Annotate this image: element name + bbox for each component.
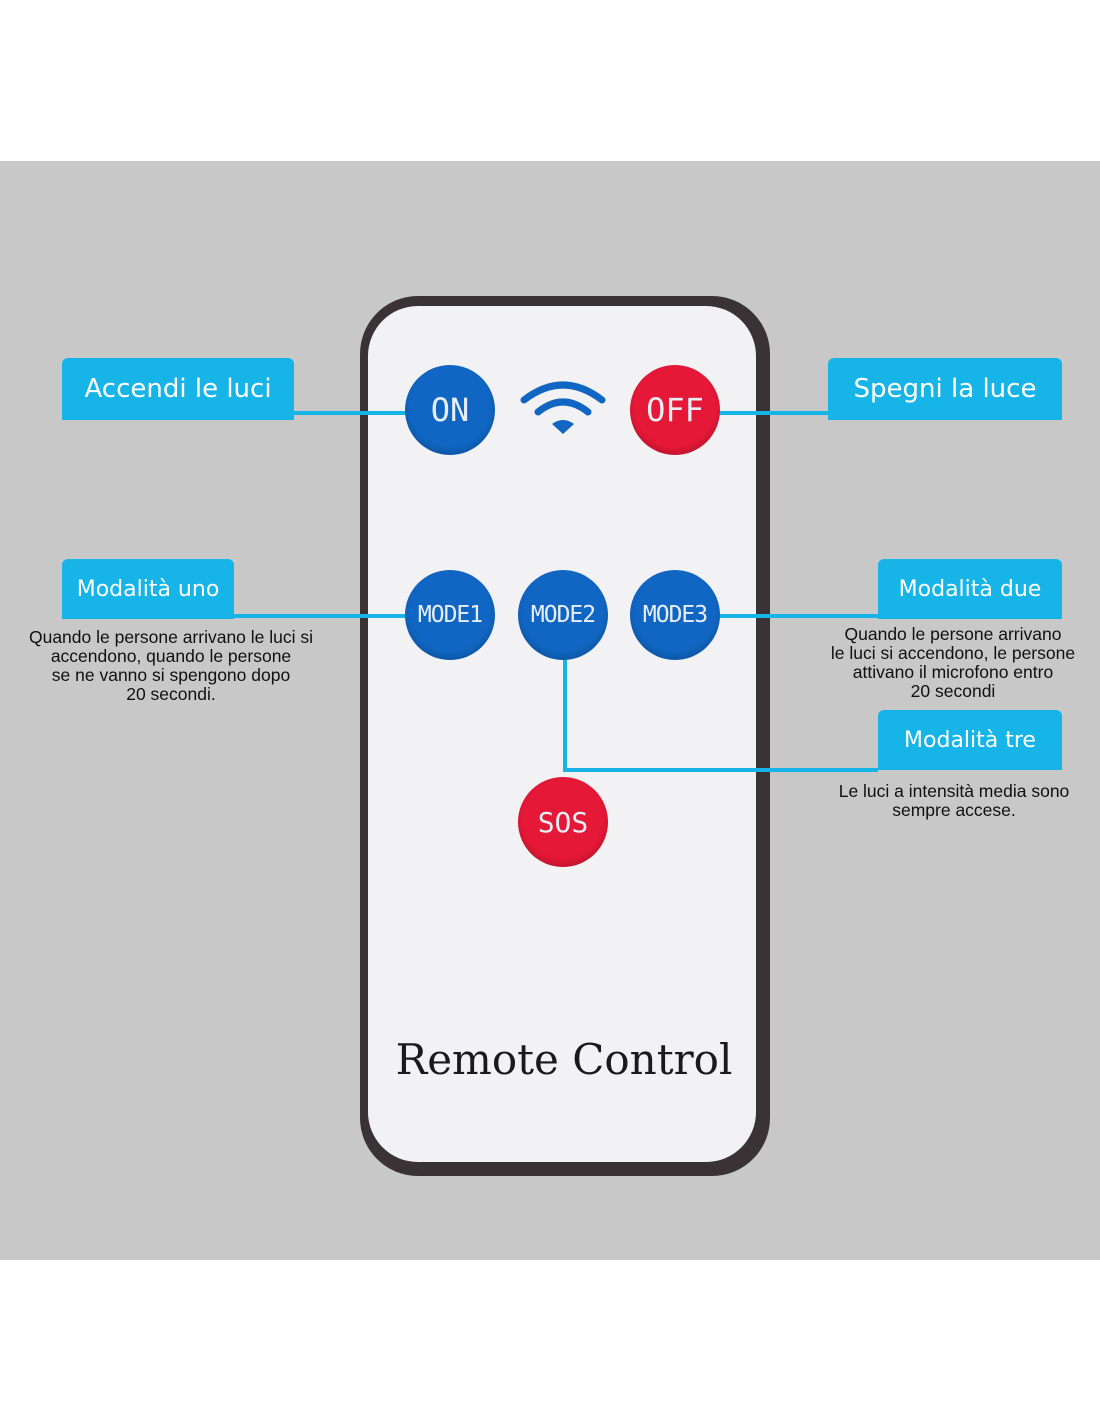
- connector-line-off: [680, 411, 828, 415]
- description-line: 20 secondi.: [126, 684, 216, 704]
- description-line: Quando le persone arrivano: [844, 624, 1062, 644]
- off-button[interactable]: OFF: [630, 365, 720, 455]
- description-line: 20 secondi: [910, 681, 996, 701]
- on-button[interactable]: ON: [405, 365, 495, 455]
- connector-line-on: [294, 411, 454, 415]
- description-modalita-uno: Quando le persone arrivano le luci si ac…: [0, 628, 342, 704]
- description-line: Le luci a intensità media sono: [838, 781, 1070, 801]
- description-modalita-due: Quando le persone arrivano le luci si ac…: [806, 625, 1100, 701]
- connector-line-mode2-horizontal: [563, 768, 878, 772]
- remote-control-label: Remote Control: [395, 1035, 733, 1084]
- wifi-icon: [520, 381, 606, 434]
- description-modalita-tre: Le luci a intensità media sono sempre ac…: [812, 782, 1096, 820]
- description-line: sempre accese.: [892, 800, 1016, 820]
- callout-accendi-le-luci: Accendi le luci: [62, 358, 294, 420]
- sos-button[interactable]: SOS: [518, 777, 608, 867]
- callout-modalita-due: Modalità due: [878, 559, 1062, 619]
- connector-line-mode1: [234, 614, 454, 618]
- description-line: Quando le persone arrivano le luci si: [28, 627, 314, 647]
- mode2-button[interactable]: MODE2: [518, 570, 608, 660]
- description-line: accendono, quando le persone: [50, 646, 292, 666]
- mode1-button[interactable]: MODE1: [405, 570, 495, 660]
- callout-modalita-tre: Modalità tre: [878, 710, 1062, 770]
- mode3-button[interactable]: MODE3: [630, 570, 720, 660]
- description-line: se ne vanno si spengono dopo: [51, 665, 291, 685]
- callout-spegni-la-luce: Spegni la luce: [828, 358, 1062, 420]
- description-line: le luci si accendono, le persone: [830, 643, 1076, 663]
- connector-line-mode2-vertical: [563, 640, 567, 772]
- description-line: attivano il microfono entro: [852, 662, 1054, 682]
- connector-line-mode3: [680, 614, 878, 618]
- callout-modalita-uno: Modalità uno: [62, 559, 234, 619]
